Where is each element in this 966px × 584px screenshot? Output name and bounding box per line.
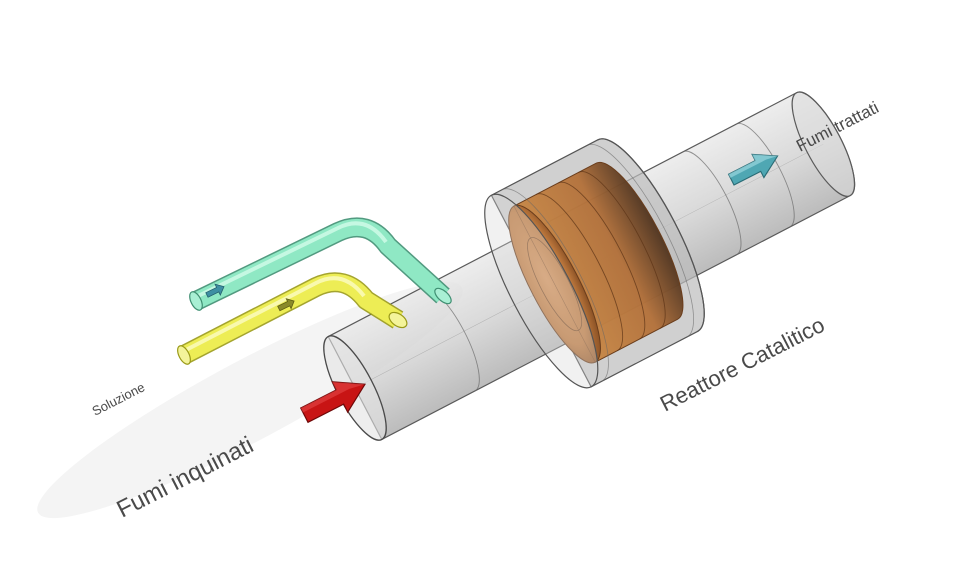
yellow-solution-pipe [177, 272, 408, 365]
yellow-flow-arrow-icon [277, 298, 295, 312]
green-solution-pipe [189, 217, 452, 311]
inlet-arrow-icon [299, 381, 366, 424]
outlet-arrow-icon [727, 153, 779, 186]
main-pipe [323, 91, 856, 441]
catalyst-block [508, 161, 684, 364]
solution-label: Soluzione [90, 379, 148, 418]
green-flow-arrow-icon [205, 283, 225, 298]
reactor-housing [484, 138, 705, 389]
